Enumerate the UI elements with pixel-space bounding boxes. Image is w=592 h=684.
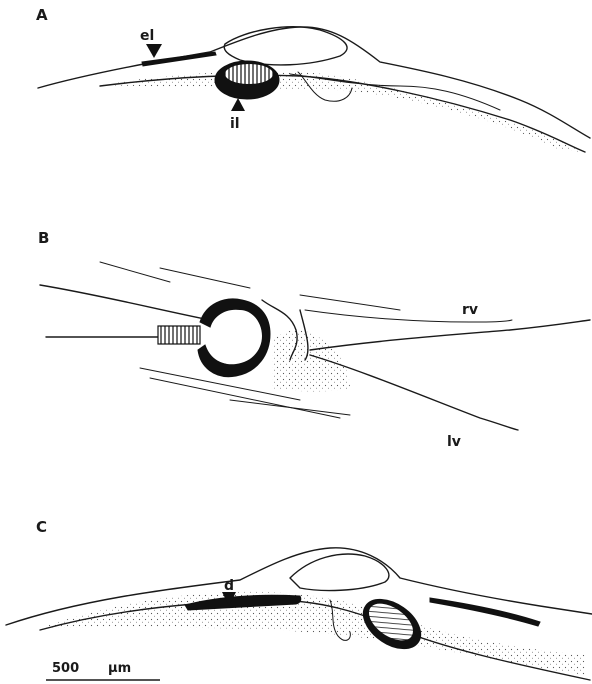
panel-b-faint-6 xyxy=(230,400,350,415)
internal-ligament-hatching xyxy=(225,64,273,84)
panel-a-letter: A xyxy=(36,6,48,24)
il-arrow-icon xyxy=(231,98,245,111)
panel-b-stipple xyxy=(272,330,350,391)
label-rv: rv xyxy=(462,302,478,318)
panel-b-faint-1 xyxy=(160,268,250,288)
panel-b: B rv lv xyxy=(38,229,590,450)
scale-bar-value: 500 xyxy=(52,661,79,676)
panel-c-posterior-band xyxy=(430,598,540,626)
label-d: d xyxy=(224,578,234,594)
scale-bar: 500 µm xyxy=(46,661,160,680)
panel-b-faint-3 xyxy=(300,295,400,310)
panel-a-stipple xyxy=(100,71,585,152)
label-il: il xyxy=(230,116,240,132)
panel-b-letter: B xyxy=(38,229,49,247)
panel-b-faint-2 xyxy=(100,262,170,282)
panel-b-right-valve-line xyxy=(310,320,590,350)
label-el: el xyxy=(140,28,154,44)
panel-c-letter: C xyxy=(36,518,47,536)
scale-bar-unit: µm xyxy=(108,661,131,676)
panel-c-ligament-dome xyxy=(290,554,389,590)
panel-a-ligament-dome xyxy=(224,27,347,65)
panel-b-right-valve-inner xyxy=(305,310,512,322)
panel-c: C d xyxy=(6,518,592,680)
el-arrow-icon xyxy=(146,44,162,58)
panel-a: A el il xyxy=(36,6,590,152)
panel-b-hatched-band xyxy=(158,326,200,344)
label-lv: lv xyxy=(447,434,461,450)
panel-b-upper-contour xyxy=(40,285,210,320)
